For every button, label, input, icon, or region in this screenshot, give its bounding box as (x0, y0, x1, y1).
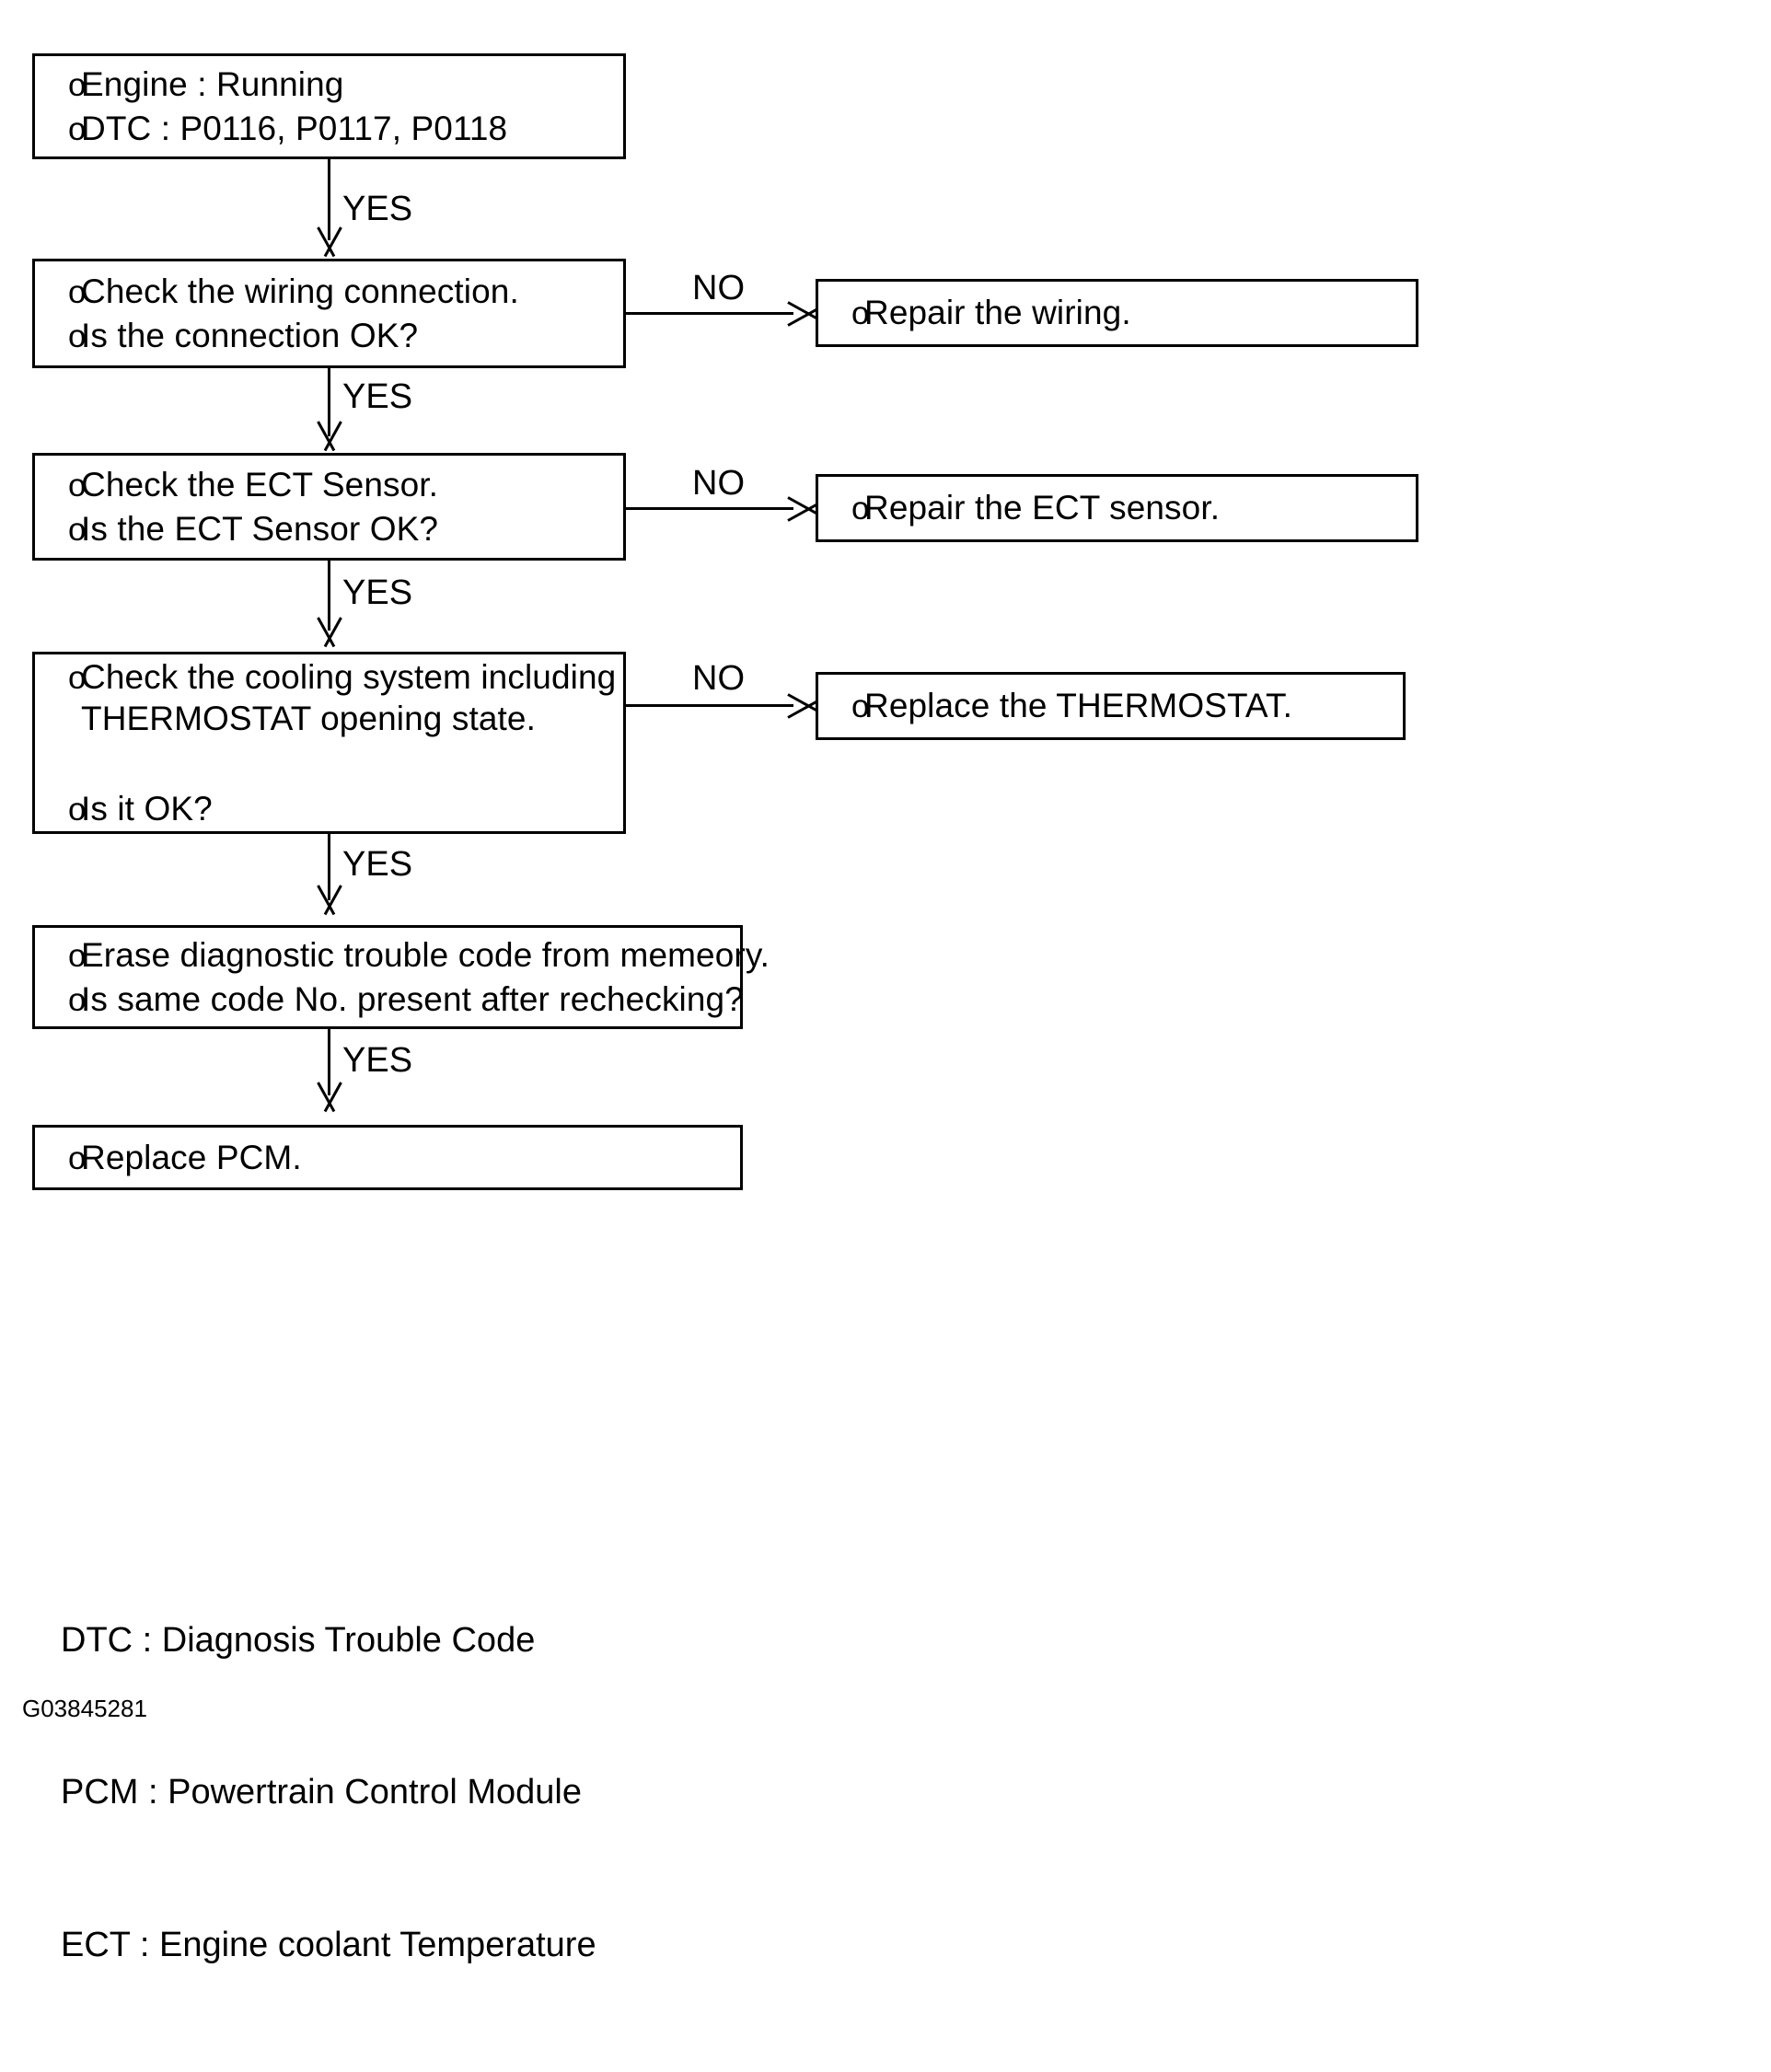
node-text: Replace the THERMOSTAT. (864, 687, 1292, 725)
node-check-cooling-system: o Check the cooling system including THE… (32, 652, 626, 834)
edge-label-yes-3: YES (342, 573, 413, 612)
node-text: Is the ECT Sensor OK? (81, 509, 439, 548)
node-line: o Check the ECT Sensor. (35, 463, 623, 507)
node-line: o Is it OK? (35, 788, 623, 830)
node-check-ect-sensor: o Check the ECT Sensor. o Is the ECT Sen… (32, 453, 626, 561)
arrowhead-right-icon (788, 489, 816, 529)
node-erase-dtc: o Erase diagnostic trouble code from mem… (32, 925, 770, 1029)
edge-label-yes-2: YES (342, 377, 413, 416)
node-text: Check the wiring connection. (81, 272, 519, 310)
node-line: o DTC : P0116, P0117, P0118 (35, 107, 623, 151)
bullet-marker: o (68, 273, 87, 310)
node-line: o Is the ECT Sensor OK? (35, 507, 623, 551)
node-line: o Engine : Running (35, 63, 623, 107)
bullet-marker: o (68, 791, 87, 828)
node-line: o Check the cooling system including (35, 656, 623, 699)
arrowhead-down-icon (309, 227, 350, 255)
node-text: Replace PCM. (81, 1138, 302, 1176)
edge-label-no-2: NO (692, 464, 745, 503)
bullet-marker: o (851, 689, 870, 725)
connector-line-yes-3 (328, 561, 330, 631)
node-text: Engine : Running (81, 64, 344, 103)
connector-line-yes-4 (328, 834, 330, 900)
node-line: o Replace PCM. (35, 1136, 740, 1180)
node-text: Check the ECT Sensor. (81, 465, 439, 504)
node-text: Repair the wiring. (864, 294, 1131, 332)
node-replace-thermostat: o Replace the THERMOSTAT. (816, 672, 1406, 740)
legend-item-pcm: PCM : Powertrain Control Module (61, 1773, 582, 1812)
arrowhead-right-icon (788, 294, 816, 334)
node-repair-wiring: o Repair the wiring. (816, 279, 1418, 347)
bullet-marker: o (68, 110, 87, 147)
legend-item-ect: ECT : Engine coolant Temperature (61, 1925, 596, 1964)
edge-label-yes-5: YES (342, 1041, 413, 1080)
bullet-marker: o (68, 66, 87, 103)
node-line: o Is the connection OK? (35, 314, 623, 358)
edge-label-yes-4: YES (342, 845, 413, 884)
node-line: THERMOSTAT opening state. (35, 698, 623, 739)
node-line: o Repair the ECT sensor. (818, 486, 1416, 530)
edge-label-no-1: NO (692, 269, 745, 307)
node-engine-dtc: o Engine : Running o DTC : P0116, P0117,… (32, 53, 626, 159)
node-line: o Erase diagnostic trouble code from mem… (35, 933, 770, 978)
figure-id-label: G03845281 (22, 1695, 147, 1722)
node-text: Is same code No. present after recheckin… (81, 979, 744, 1018)
arrowhead-down-icon (309, 1082, 350, 1110)
bullet-marker: o (851, 491, 870, 527)
edge-label-no-3: NO (692, 659, 745, 698)
node-repair-ect-sensor: o Repair the ECT sensor. (816, 474, 1418, 542)
node-line: o Repair the wiring. (818, 291, 1416, 335)
bullet-marker: o (68, 981, 87, 1018)
node-line: o Is same code No. present after recheck… (35, 978, 744, 1022)
connector-line-yes-5 (328, 1029, 330, 1095)
bullet-marker: o (68, 467, 87, 504)
node-check-wiring: o Check the wiring connection. o Is the … (32, 259, 626, 368)
arrowhead-down-icon (309, 618, 350, 645)
node-text: Repair the ECT sensor. (864, 489, 1221, 527)
bullet-marker: o (68, 511, 87, 548)
node-text: THERMOSTAT opening state. (81, 700, 536, 738)
arrowhead-right-icon (788, 686, 816, 726)
bullet-marker: o (68, 1140, 87, 1176)
node-line: o Check the wiring connection. (35, 270, 623, 314)
bullet-marker: o (68, 659, 87, 696)
node-text: Is it OK? (81, 789, 213, 828)
connector-line-no-3 (626, 704, 793, 707)
arrowhead-down-icon (309, 422, 350, 449)
node-text: DTC : P0116, P0117, P0118 (81, 109, 508, 147)
flowchart-canvas: o Engine : Running o DTC : P0116, P0117,… (0, 0, 1771, 1777)
abbreviation-legend: DTC : Diagnosis Trouble Code PCM : Power… (61, 1514, 596, 2072)
connector-line-no-1 (626, 312, 793, 315)
node-text: Check the cooling system including (81, 657, 617, 696)
connector-line-yes-1 (328, 159, 330, 240)
edge-label-yes-1: YES (342, 190, 413, 228)
arrowhead-down-icon (309, 886, 350, 913)
connector-line-no-2 (626, 507, 793, 510)
bullet-marker: o (68, 318, 87, 354)
bullet-marker: o (68, 937, 87, 974)
line-spacer (35, 740, 623, 788)
node-line: o Replace the THERMOSTAT. (818, 684, 1403, 728)
connector-line-yes-2 (328, 368, 330, 436)
node-text: Erase diagnostic trouble code from memeo… (81, 935, 770, 974)
bullet-marker: o (851, 295, 870, 332)
node-text: Is the connection OK? (81, 316, 419, 354)
node-replace-pcm: o Replace PCM. (32, 1125, 743, 1190)
legend-item-dtc: DTC : Diagnosis Trouble Code (61, 1621, 536, 1661)
